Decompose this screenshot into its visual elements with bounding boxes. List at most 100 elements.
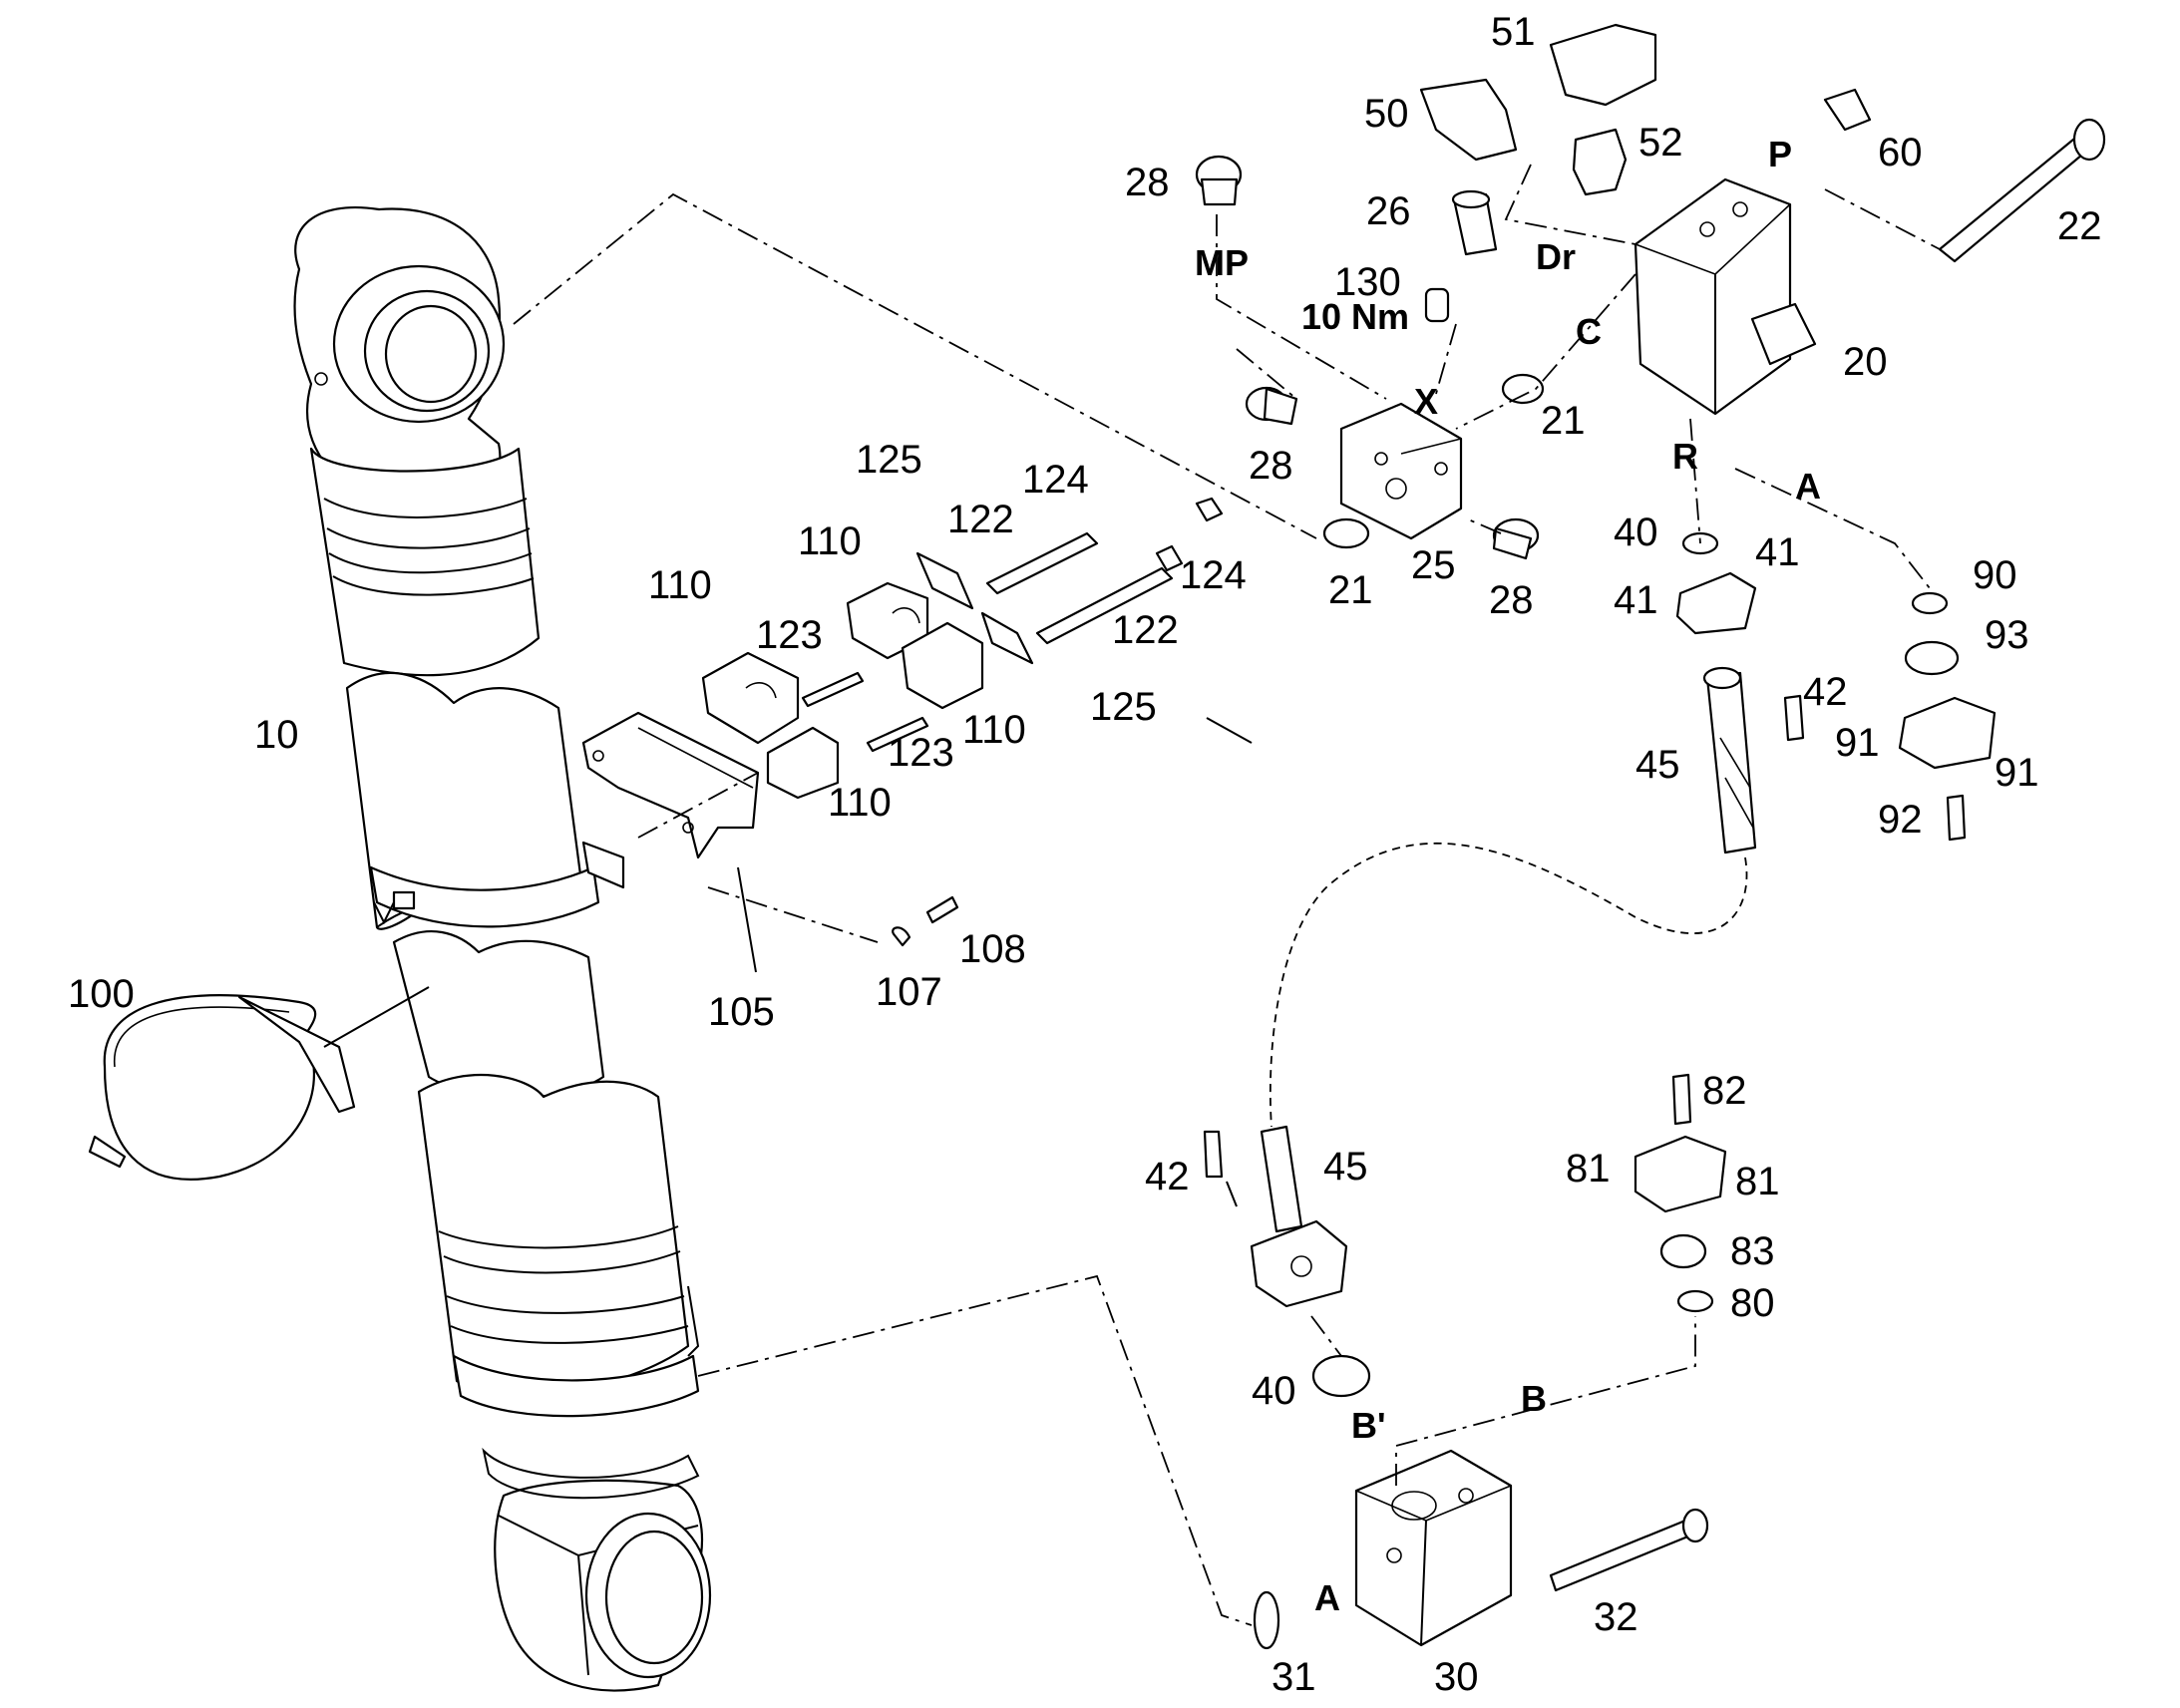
callout-107: 107 [876,970,942,1014]
callout-82: 82 [1702,1069,1747,1113]
callout-125: 125 [1090,685,1157,729]
flange-halves-41-top [1675,571,1757,635]
callout-130: 130 [1334,260,1401,304]
callout-40: 40 [1614,511,1658,554]
callout-45: 45 [1635,743,1680,787]
callout-110: 110 [962,708,1026,752]
callout-81: 81 [1566,1147,1611,1191]
callout-22: 22 [2057,204,2102,248]
port-label-dr: Dr [1536,236,1576,277]
callout-100: 100 [68,972,135,1016]
callout-31: 31 [1272,1655,1316,1699]
ring-90 [1911,591,1949,615]
callout-110: 110 [828,781,892,825]
callout-93: 93 [1985,613,2029,657]
port-label-b: B [1521,1378,1547,1419]
screw-92 [1946,794,1967,842]
washer-and-bolt-108 [892,895,959,947]
callout-124: 124 [1022,458,1089,502]
plug-28-right [1492,517,1540,560]
mounting-bracket [581,711,760,889]
callout-123: 123 [888,731,954,775]
tee-fitting-51 [1549,23,1657,107]
callout-45: 45 [1323,1145,1368,1189]
port-label-a-lower: A [1314,1577,1340,1618]
callout-110: 110 [798,519,862,563]
callout-21: 21 [1328,568,1373,612]
o-ring-40-bottom [1311,1354,1371,1398]
flange-halves-91 [1898,696,1997,770]
callout-60: 60 [1878,131,1923,174]
callout-40: 40 [1252,1369,1296,1413]
callout-122: 122 [1112,608,1179,652]
fitting-60 [1823,88,1872,132]
callout-51: 51 [1491,10,1536,54]
callout-28: 28 [1125,161,1170,204]
port-label-b-prime: B' [1351,1405,1386,1446]
bolt-22 [1938,118,2106,263]
callout-32: 32 [1594,1595,1638,1639]
callout-42: 42 [1145,1155,1190,1198]
callout-41: 41 [1614,578,1658,622]
callout-21: 21 [1541,399,1586,443]
callout-42: 42 [1803,670,1848,714]
callout-125: 125 [856,438,922,482]
torque-spec: 10 Nm [1301,296,1409,337]
callout-81: 81 [1735,1160,1780,1203]
hose-45-top [1702,666,1757,854]
hose-45-bottom [1250,1125,1348,1308]
ring-80 [1676,1289,1714,1313]
port-label-x: X [1414,381,1438,422]
valve-block-25 [1339,402,1463,540]
callout-80: 80 [1730,1281,1775,1325]
screw-42-top [1783,694,1805,742]
callout-26: 26 [1366,189,1411,233]
o-ring-31 [1253,1590,1280,1650]
callout-labels: 51 50 52 60 28 26 22 130 20 21 28 125 12… [68,10,2102,1699]
seal-93 [1904,640,1960,676]
callout-41: 41 [1755,530,1800,574]
callout-52: 52 [1638,121,1683,165]
valve-body-30 [1354,1449,1513,1647]
port-label-c: C [1576,311,1602,352]
port-label-a-upper: A [1795,466,1821,507]
plug-28-left [1245,386,1298,426]
port-labels: P MP Dr 10 Nm X C R A B' B A [1195,134,1821,1618]
callout-30: 30 [1434,1655,1479,1699]
main-valve-20 [1634,177,1817,416]
seal-83 [1659,1233,1707,1269]
spacer-pins [801,671,929,753]
assembly-lines [323,164,1941,1626]
nut-52 [1572,128,1628,196]
bolt-32 [1549,1508,1709,1592]
port-label-mp: MP [1195,242,1249,283]
port-label-p: P [1768,134,1792,174]
callout-25: 25 [1411,543,1456,587]
callout-110: 110 [648,563,712,607]
screw-82 [1671,1073,1692,1126]
fitting-50 [1419,78,1518,162]
callout-124: 124 [1180,553,1247,597]
callout-91: 91 [1835,721,1880,765]
port-label-r: R [1672,436,1698,477]
hydraulic-cylinder [293,206,712,1692]
callout-28: 28 [1489,578,1534,622]
screw-42-bottom [1203,1130,1224,1179]
callout-91: 91 [1995,751,2039,795]
pipe-holder-halves [701,581,984,800]
callout-123: 123 [756,613,823,657]
callout-50: 50 [1364,92,1409,136]
callout-83: 83 [1730,1229,1775,1273]
check-valve-130 [1424,287,1450,323]
plug-28-top [1195,155,1243,206]
callout-90: 90 [1973,553,2017,597]
callout-20: 20 [1843,340,1888,384]
fitting-26 [1451,189,1498,256]
callout-108: 108 [959,927,1026,971]
seal-rings-21 [1322,373,1545,549]
callout-92: 92 [1878,798,1923,842]
hose-clamp [88,994,356,1181]
flange-halves-81 [1634,1135,1727,1213]
callout-28: 28 [1249,444,1293,488]
